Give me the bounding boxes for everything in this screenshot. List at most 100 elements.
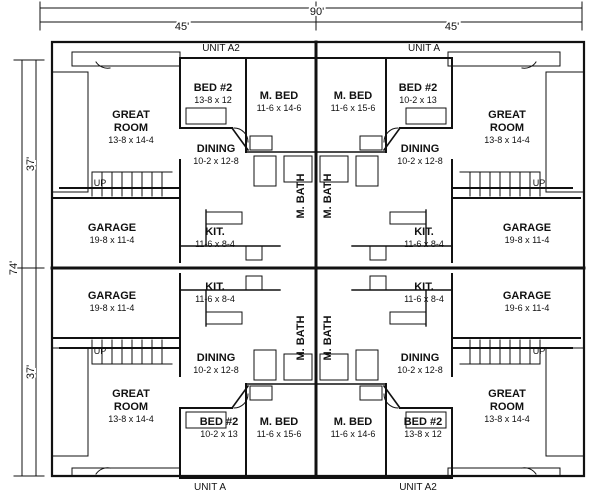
- room-name-bl-mbed: M. BED: [260, 416, 299, 428]
- room-name-br-garage: GARAGE: [503, 290, 551, 302]
- door-swing: [383, 393, 399, 409]
- unit-label-a-top: UNIT A: [408, 43, 440, 54]
- room-dim-bl-mbed: 11-6 x 15-6: [257, 429, 302, 439]
- unit-label-a-bottom: UNIT A: [194, 482, 226, 493]
- door-swing: [95, 467, 111, 475]
- room-dim-tr-garage: 19-8 x 11-4: [505, 235, 550, 245]
- room-name-tl-kit: KIT.: [205, 226, 225, 238]
- room-dim-tr-bed2: 10-2 x 13: [399, 95, 437, 105]
- kitchen-counter: [205, 211, 243, 225]
- closet: [405, 107, 447, 125]
- stair-label-up-tl: UP: [94, 178, 107, 188]
- room-dim-tr-mbed: 11-6 x 15-6: [331, 103, 376, 113]
- top-depth-label: 37': [25, 157, 37, 171]
- unit-label-a2-bottom: UNIT A2: [399, 482, 437, 493]
- tub: [319, 353, 349, 381]
- room-dim-tl-mbed: 11-6 x 14-6: [257, 103, 302, 113]
- closet: [249, 385, 273, 401]
- room-dim-bl-dining: 10-2 x 12-8: [193, 365, 239, 375]
- deck-outline: [447, 467, 561, 477]
- tub: [283, 155, 313, 183]
- room-dim-br-dining: 10-2 x 12-8: [397, 365, 443, 375]
- plan-linework: [13, 1, 586, 479]
- closet: [359, 135, 383, 151]
- room-name-bl-garage: GARAGE: [88, 290, 136, 302]
- building-outline: [50, 40, 586, 478]
- overall-depth-label: 74': [8, 261, 20, 275]
- unit-label-a2-top: UNIT A2: [202, 43, 240, 54]
- porch-outline: [51, 71, 89, 193]
- closet: [185, 107, 227, 125]
- room-dim-br-garage: 19-6 x 11-4: [505, 303, 550, 313]
- stair-label-up-tr: UP: [533, 178, 546, 188]
- deck-outline: [71, 467, 181, 477]
- closet: [249, 135, 273, 151]
- angled-wall: [230, 384, 250, 410]
- stair-label-up-br: UP: [533, 346, 546, 356]
- door-swing: [383, 127, 399, 143]
- room-name-tr-garage: GARAGE: [503, 222, 551, 234]
- room-dim-tl-dining: 10-2 x 12-8: [193, 156, 239, 166]
- bottom-depth-label: 37': [25, 365, 37, 379]
- room-name-tl-dining: DINING: [197, 143, 236, 155]
- door-swing: [233, 127, 249, 143]
- vanity: [355, 349, 379, 381]
- room-dim-tl-bed2: 13-8 x 12: [194, 95, 232, 105]
- left-width-label: 45': [175, 21, 189, 33]
- room-dim-tl-garage: 19-8 x 11-4: [90, 235, 135, 245]
- range: [245, 275, 263, 291]
- room-name-bl-dining: DINING: [197, 352, 236, 364]
- room-name-br-mbed: M. BED: [334, 416, 373, 428]
- bath-label-bath-bl: M. BATH: [295, 315, 307, 360]
- angled-wall: [382, 126, 402, 152]
- room-name-tr-mbed: M. BED: [334, 90, 373, 102]
- vanity: [253, 155, 277, 187]
- bath-label-bath-br: M. BATH: [322, 315, 334, 360]
- room-name-tl-garage: GARAGE: [88, 222, 136, 234]
- kitchen-counter: [389, 211, 427, 225]
- bath-label-bath-tl: M. BATH: [295, 173, 307, 218]
- room-name-tr-bed2: BED #2: [399, 82, 438, 94]
- room-dim-tr-kit: 11-6 x 8-4: [404, 239, 444, 249]
- room-name-tr-dining: DINING: [401, 143, 440, 155]
- vanity: [253, 349, 277, 381]
- closet: [405, 411, 447, 429]
- room-name-br-bed2: BED #2: [404, 416, 443, 428]
- porch-outline: [545, 71, 585, 193]
- angled-wall: [230, 126, 250, 152]
- room-name-tl-mbed: M. BED: [260, 90, 299, 102]
- kitchen-counter: [205, 311, 243, 325]
- room-dim-br-mbed: 11-6 x 14-6: [331, 429, 376, 439]
- vanity: [355, 155, 379, 187]
- room-name-br-kit: KIT.: [414, 281, 434, 293]
- room-dim-bl-bed2: 10-2 x 13: [200, 429, 238, 439]
- room-dim-tr-great: 13-8 x 14-4: [484, 135, 530, 145]
- room-dim-br-kit: 11-6 x 8-4: [404, 294, 444, 304]
- room-dim-tl-kit: 11-6 x 8-4: [195, 239, 235, 249]
- room-name-br-dining: DINING: [401, 352, 440, 364]
- door-swing: [521, 467, 537, 475]
- deck-outline: [447, 51, 561, 67]
- angled-wall: [382, 384, 402, 410]
- room-name-tl-bed2: BED #2: [194, 82, 233, 94]
- deck-outline: [71, 51, 181, 67]
- porch-outline: [51, 347, 89, 457]
- kitchen-counter: [389, 311, 427, 325]
- overall-width-label: 90': [310, 6, 324, 18]
- bath-label-bath-tr: M. BATH: [322, 173, 334, 218]
- room-dim-tr-dining: 10-2 x 12-8: [397, 156, 443, 166]
- door-swing: [521, 61, 537, 69]
- stair-label-up-bl: UP: [94, 346, 107, 356]
- room-dim-tl-great: 13-8 x 14-4: [108, 135, 154, 145]
- room-dim-br-bed2: 13-8 x 12: [404, 429, 442, 439]
- closet: [185, 411, 227, 429]
- room-dim-br-great: 13-8 x 14-4: [484, 414, 530, 424]
- door-swing: [233, 393, 249, 409]
- range: [245, 245, 263, 261]
- range: [369, 275, 387, 291]
